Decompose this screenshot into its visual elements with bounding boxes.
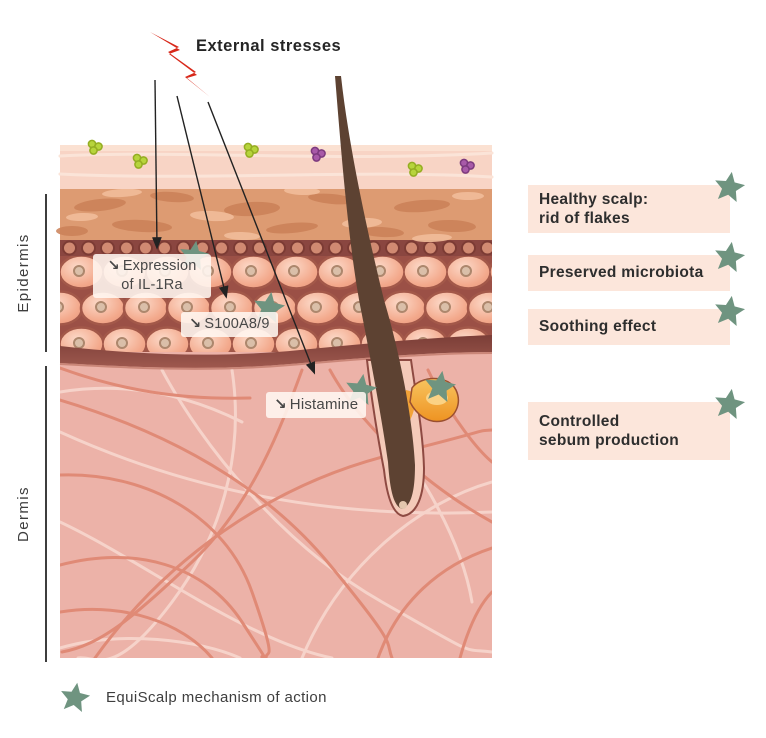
benefit-line: rid of flakes	[539, 210, 630, 227]
hair-follicle	[335, 76, 460, 518]
legend-label: EquiScalp mechanism of action	[106, 688, 327, 706]
benefit-line: Healthy scalp:	[539, 190, 649, 208]
hair-shaft	[335, 76, 415, 509]
granular-cell-row	[60, 240, 492, 256]
il1ra-annotation: ↘Expression of IL-1Ra	[93, 254, 211, 298]
legend: EquiScalp mechanism of action	[59, 681, 327, 713]
surface-layer	[58, 145, 494, 189]
star-icon	[59, 681, 91, 713]
mechanism-star-icon	[423, 369, 457, 403]
dermis-label: Dermis	[15, 486, 32, 542]
external-stresses-label: External stresses	[196, 37, 342, 55]
mechanism-star-icon	[713, 294, 746, 327]
benefit-line: sebum production	[539, 432, 679, 449]
benefit-box-controlled-sebum: Controlled sebum production	[528, 388, 746, 460]
mechanism-star-icon	[713, 387, 746, 420]
benefit-box-preserved-microbiota: Preserved microbiota	[528, 241, 746, 291]
il1ra-annotation-line1: Expression	[122, 258, 197, 274]
histamine-annotation-text: Histamine	[289, 396, 359, 413]
benefit-line: Controlled	[539, 412, 620, 430]
mechanism-star-icon	[713, 170, 746, 203]
stress-arrows	[151, 79, 316, 375]
histamine-annotation: ↘Histamine	[266, 392, 367, 418]
il1ra-annotation-line2: of IL-1Ra	[121, 276, 183, 293]
s100-annotation-text: S100A8/9	[204, 316, 270, 332]
decrease-arrow-icon: ↘	[274, 396, 287, 413]
epidermis-bracket	[45, 194, 47, 352]
mechanism-star-icon	[713, 240, 746, 273]
dermis-bracket	[45, 366, 47, 662]
benefit-box-soothing-effect: Soothing effect	[528, 295, 746, 345]
benefit-line: Soothing effect	[539, 318, 657, 336]
stress-arrow-il1ra	[151, 79, 162, 250]
decrease-arrow-icon: ↘	[107, 258, 120, 274]
stress-arrow-histamine	[207, 101, 316, 375]
hair-bulb-core	[399, 501, 407, 509]
stratum-corneum	[56, 186, 492, 243]
epidermis-label: Epidermis	[15, 233, 32, 313]
benefit-line: Preserved microbiota	[539, 264, 704, 282]
decrease-arrow-icon: ↘	[189, 316, 202, 332]
stress-arrow-s100	[176, 95, 229, 299]
s100-annotation: ↘S100A8/9	[181, 312, 278, 337]
benefit-box-healthy-scalp: Healthy scalp: rid of flakes	[528, 171, 746, 233]
